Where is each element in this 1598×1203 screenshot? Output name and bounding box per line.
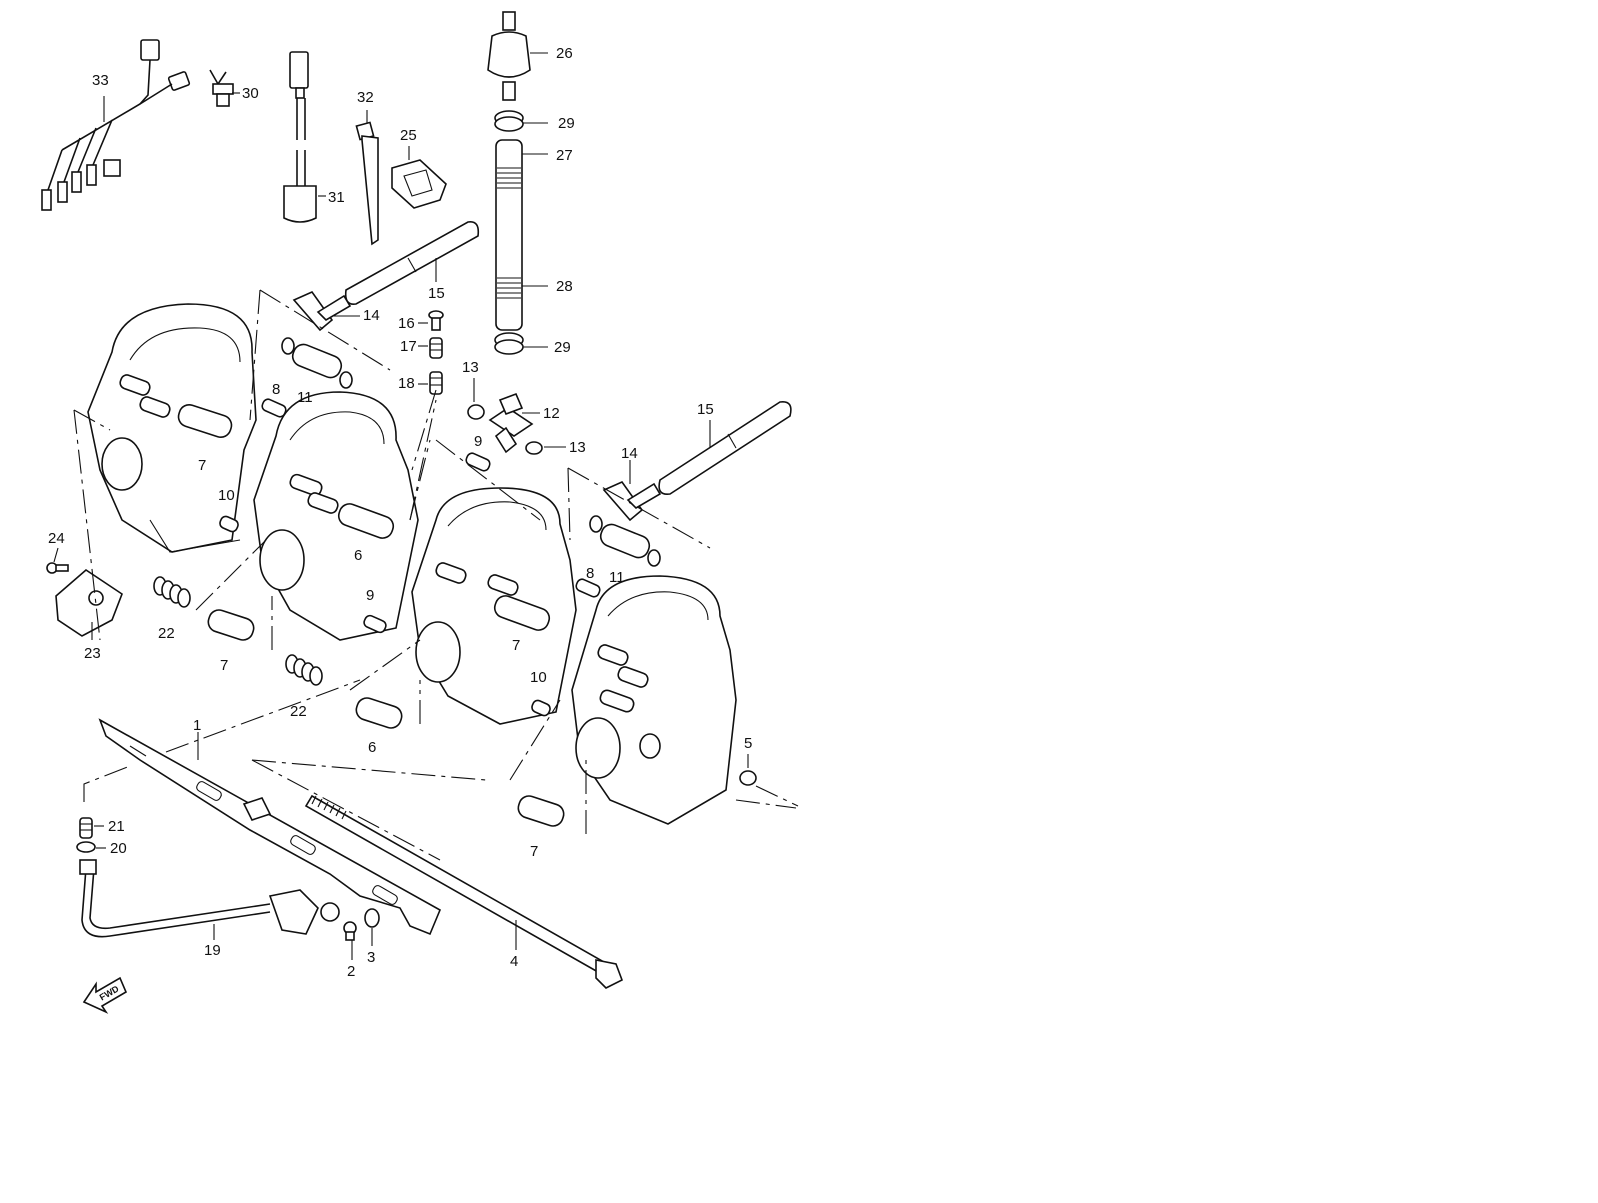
callout-15a: 15: [428, 285, 445, 302]
callout-9a: 9: [474, 433, 482, 450]
callout-22a: 22: [158, 625, 175, 642]
callout-30: 30: [242, 85, 259, 102]
joint-pipe-7-b: [517, 795, 565, 827]
carburetor-1: [87, 303, 257, 553]
callout-31: 31: [328, 189, 345, 206]
clamp-25: [391, 146, 447, 209]
callout-3: 3: [367, 949, 375, 966]
carburetor-2: [253, 391, 419, 641]
cap-13-left: [467, 378, 485, 420]
screw-2: [343, 921, 357, 960]
callout-14b: 14: [621, 445, 638, 462]
small-parts-8-9-10: [219, 398, 601, 717]
joint-pipe-11-b: [589, 515, 661, 567]
vent-hose-15-right: [658, 400, 792, 496]
callout-24: 24: [48, 530, 65, 547]
joint-pipe-11-a: [281, 337, 353, 389]
callout-11a: 11: [297, 389, 313, 406]
callout-10b: 10: [530, 669, 547, 686]
t-joint-14-right: [602, 460, 662, 522]
hose-clamp-29-top: [494, 110, 548, 132]
callout-1: 1: [193, 717, 201, 734]
callout-15b: 15: [697, 401, 714, 418]
callout-32: 32: [357, 89, 374, 106]
fuel-filter-26: [487, 11, 548, 101]
callout-22b: 22: [290, 703, 307, 720]
callout-8b: 8: [586, 565, 594, 582]
callout-14a: 14: [363, 307, 380, 324]
callout-28: 28: [556, 278, 573, 295]
callout-33: 33: [92, 72, 109, 89]
throttle-sensor-23: [55, 568, 123, 640]
callout-7d: 7: [530, 843, 538, 860]
spring-22-b: [285, 654, 323, 686]
callout-29b: 29: [554, 339, 571, 356]
callout-13b: 13: [569, 439, 586, 456]
screw-24: [46, 547, 69, 574]
wiring-harness-33: [41, 39, 191, 211]
cable-19: [79, 859, 340, 940]
callout-12: 12: [543, 405, 560, 422]
spring-17: [418, 337, 443, 359]
callout-25: 25: [400, 127, 417, 144]
callout-23: 23: [84, 645, 101, 662]
carburetor-4: [571, 575, 737, 825]
callout-18: 18: [398, 375, 415, 392]
callout-27: 27: [556, 147, 573, 164]
callout-9b: 9: [366, 587, 374, 604]
callout-20: 20: [110, 840, 127, 857]
cap-13-right: [525, 441, 566, 455]
callout-21: 21: [108, 818, 125, 835]
mounting-plate-1: [98, 718, 442, 936]
sensor-30: [209, 69, 240, 107]
washer-3: [364, 908, 380, 946]
hose-clamp-29-bottom: [494, 332, 548, 355]
vent-hose-15-top: [344, 220, 480, 306]
callout-17: 17: [400, 338, 417, 355]
callout-2: 2: [347, 963, 355, 980]
joint-pipe-7-a: [207, 609, 255, 641]
carburetor-3: [411, 487, 577, 725]
callout-7a: 7: [198, 457, 206, 474]
screw-16: [418, 310, 444, 331]
t-fitting-12: [488, 392, 540, 454]
spring-21: [79, 817, 104, 839]
connector-31: [283, 51, 326, 223]
joint-pipe-6-a: [355, 697, 403, 729]
callout-7b: 7: [220, 657, 228, 674]
washer-20: [76, 841, 106, 853]
callout-8a: 8: [272, 381, 280, 398]
assembly-leader-lines: [73, 289, 799, 861]
callout-16: 16: [398, 315, 415, 332]
callout-26: 26: [556, 45, 573, 62]
t-joint-14-top: [292, 291, 360, 332]
fwd-arrow-icon: FWD: [82, 976, 128, 1014]
cable-tie-32: [355, 110, 379, 246]
callout-7c: 7: [512, 637, 520, 654]
washer-5: [739, 754, 757, 786]
callout-11b: 11: [609, 569, 625, 586]
callout-29a: 29: [558, 115, 575, 132]
callout-13a: 13: [462, 359, 479, 376]
shaft-4: [304, 794, 624, 989]
callout-6b: 6: [368, 739, 376, 756]
spring-22-a: [153, 576, 191, 608]
callout-numbers: 1 2 3 4 5 6 6 7 7 7 7 8 8 9 9 10 10 11 1…: [48, 45, 752, 980]
callout-19: 19: [204, 942, 221, 959]
callout-6a: 6: [354, 547, 362, 564]
fuel-hose-27-28: [495, 139, 548, 331]
callout-10a: 10: [218, 487, 235, 504]
callout-5: 5: [744, 735, 752, 752]
callout-4: 4: [510, 953, 518, 970]
spring-18: [418, 371, 443, 395]
